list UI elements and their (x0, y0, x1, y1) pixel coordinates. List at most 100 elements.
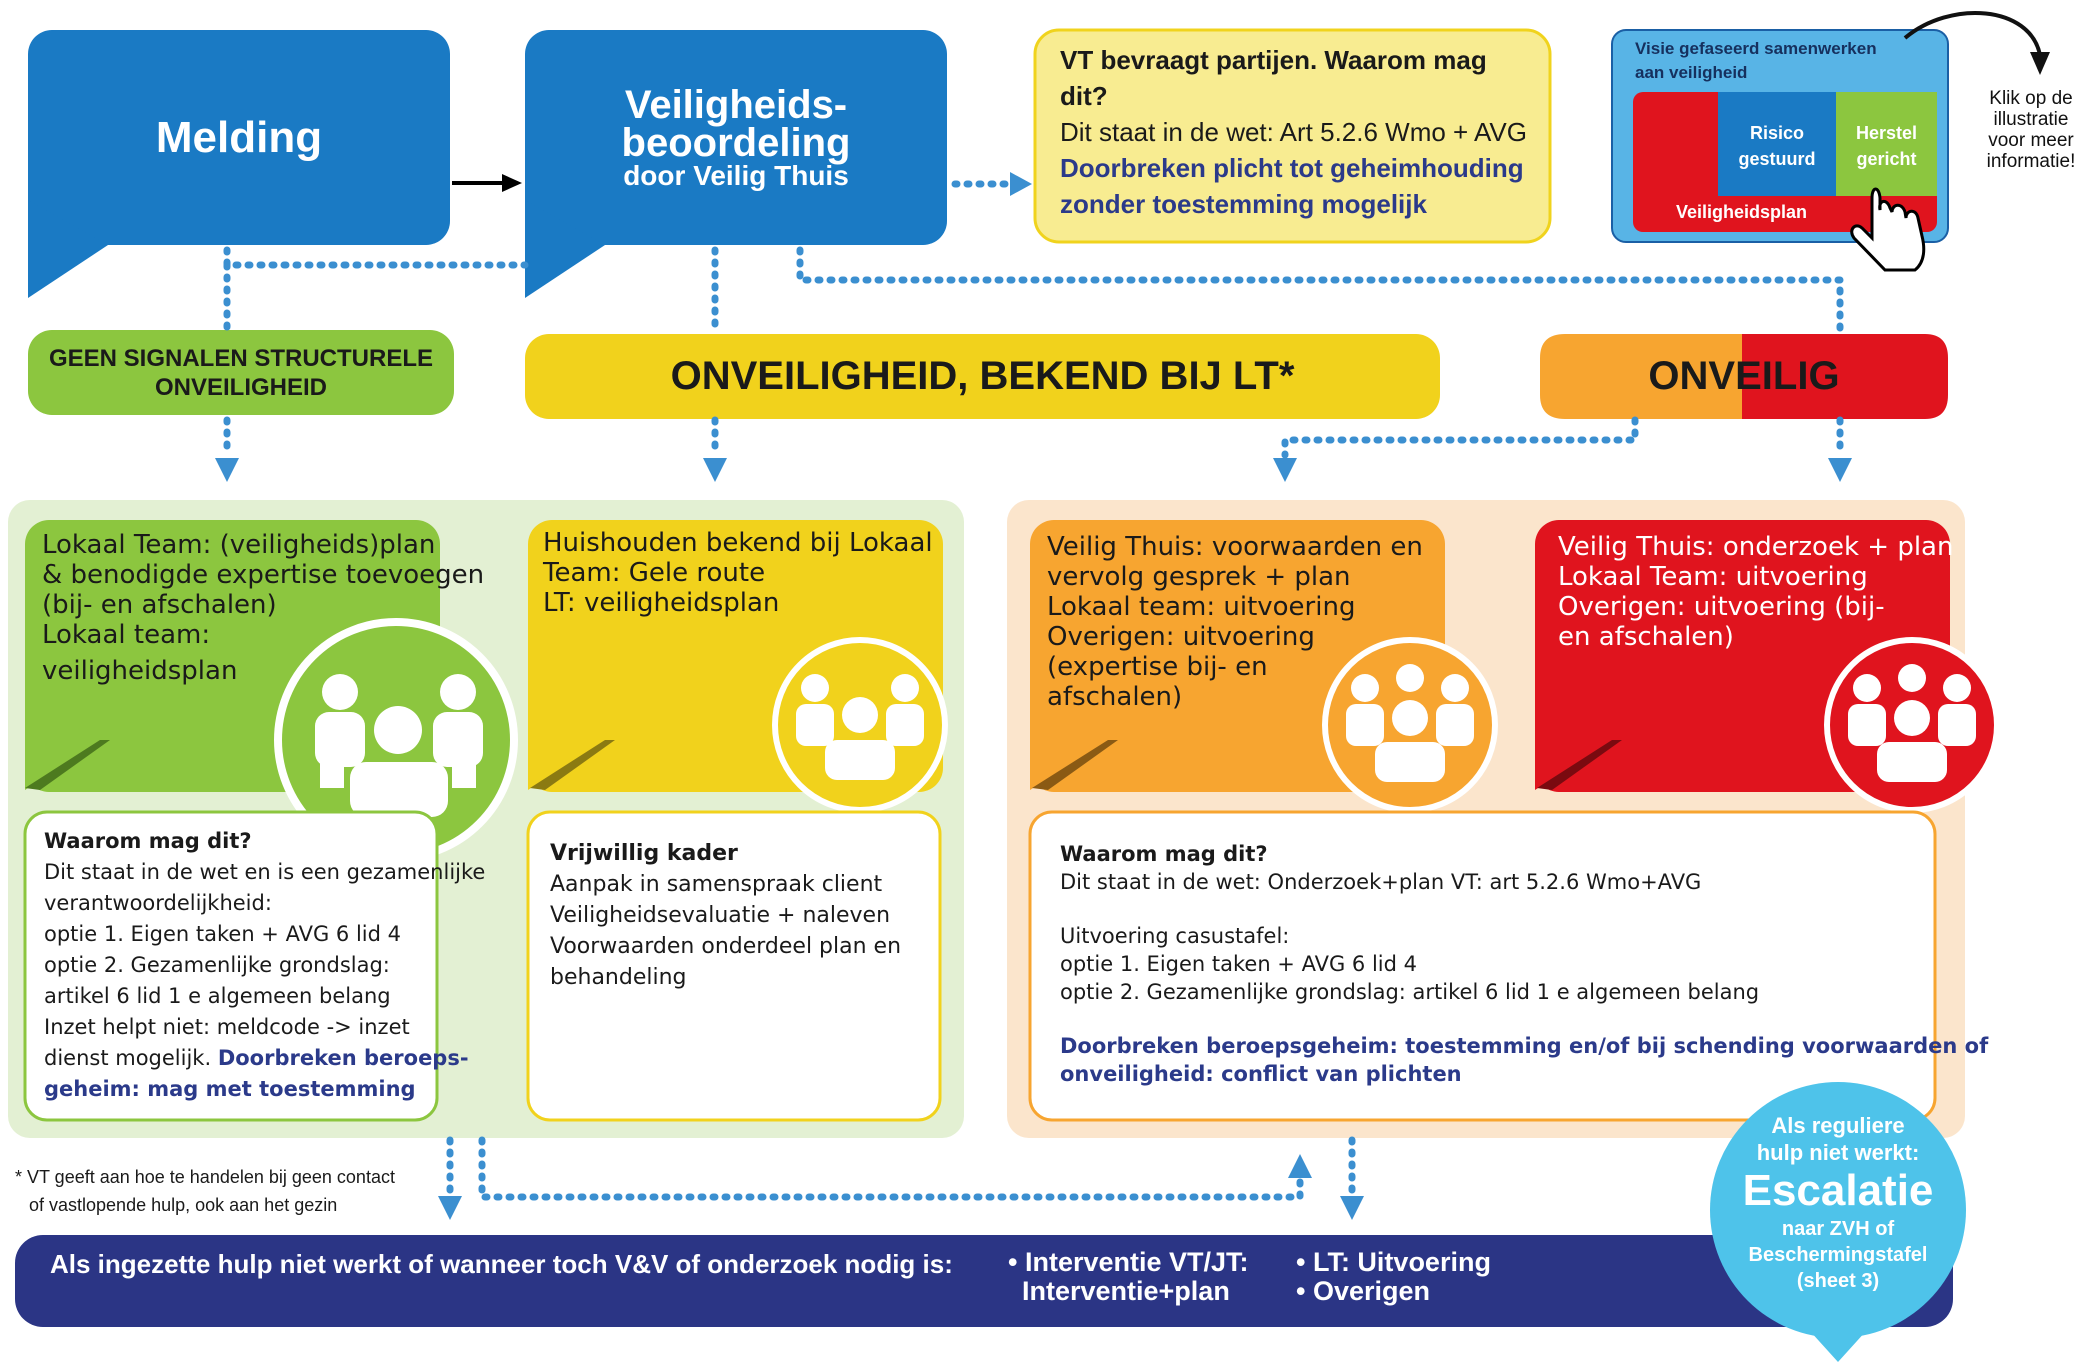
green-why-shape (23, 810, 439, 1122)
green-why-7a: dienst mogelijk. (44, 1046, 218, 1070)
meeting-icon-orange (1322, 637, 1498, 813)
vt-line-5: zonder toestemming mogelijk (1060, 189, 1427, 219)
orange-why-5: Doorbreken beroepsgeheim: toestemming en… (1060, 1034, 1989, 1058)
red-card-3: Overigen: uitvoering (bij- (1558, 592, 1885, 622)
bar-geen (28, 330, 454, 415)
orange-card-6: afschalen) (1047, 682, 1183, 712)
yellow-why-3: Voorwaarden onderdeel plan en (550, 934, 902, 959)
green-card-5: veiligheidsplan (42, 656, 238, 686)
bottom-b2b: • Overigen (1296, 1276, 1430, 1306)
melding-title-box[interactable]: Melding (28, 30, 450, 245)
bar-geen-text: GEEN SIGNALEN STRUCTURELE ONVEILIGHEID (28, 330, 454, 415)
orange-card-5: (expertise bij- en (1047, 652, 1268, 682)
vt-box-text: VT bevraagt partijen. Waarom mag dit? Di… (1060, 42, 1540, 222)
yellow-why-4: behandeling (550, 965, 687, 990)
escalatie-2: hulp niet werkt: (1756, 1140, 1920, 1165)
visie-title-2: aan veiligheid (1635, 63, 1748, 82)
klik-curve-arrow (1903, 10, 2042, 56)
yellow-card-3: LT: veiligheidsplan (543, 588, 780, 618)
bar-onveiligheid-text: ONVEILIGHEID, BEKEND BIJ LT* (670, 354, 1295, 398)
yellow-why-shape (526, 810, 942, 1122)
yellow-card-text: Huishouden bekend bij Lokaal Team: Gele … (543, 528, 933, 618)
bar-geen-2: ONVEILIGHEID (154, 373, 328, 401)
green-why-title: Waarom mag dit? (44, 829, 252, 853)
red-card-text: Veilig Thuis: onderzoek + plan Lokaal Te… (1558, 532, 1953, 652)
yellow-card-1: Huishouden bekend bij Lokaal (543, 528, 933, 558)
orange-card-4: Overigen: uitvoering (1047, 622, 1315, 652)
klik-4: informatie! (1986, 151, 2076, 172)
vt-box (1033, 28, 1552, 244)
visie-risico-1: Risico (1749, 123, 1805, 143)
bar-onveilig-text: ONVEILIG (1648, 354, 1840, 398)
escalatie-3: naar ZVH of (1781, 1218, 1895, 1240)
orange-why-2: Uitvoering casustafel: (1060, 924, 1290, 948)
visie-herstel: Herstel gericht (1836, 120, 1937, 172)
bar-onveiligheid (525, 334, 1440, 419)
orange-why-3: optie 1. Eigen taken + AVG 6 lid 4 (1060, 952, 1417, 976)
orange-why-4: optie 2. Gezamenlijke grondslag: artikel… (1060, 980, 1760, 1004)
green-card-2: & benodigde expertise toevoegen (42, 560, 485, 590)
visie-thumbnail (1611, 29, 1949, 243)
visie-risico: Risico gestuurd (1718, 120, 1836, 172)
footnote-2: of vastlopende hulp, ook aan het gezin (29, 1195, 338, 1215)
escalatie-4: Beschermingstafel (1748, 1244, 1928, 1266)
green-why-7b: Doorbreken beroeps- (217, 1046, 469, 1070)
bar-geen-1: GEEN SIGNALEN STRUCTURELE (48, 344, 434, 372)
green-card-4: Lokaal team: (42, 620, 211, 650)
bottom-lt: • LT: Uitvoering • Overigen (1296, 1248, 1546, 1306)
vt-line-4: Doorbreken plicht tot geheimhouding (1060, 153, 1524, 183)
orange-why-title: Waarom mag dit? (1060, 842, 1268, 866)
orange-card-2: vervolg gesprek + plan (1047, 562, 1351, 592)
green-why-4: optie 2. Gezamenlijke grondslag: (44, 953, 390, 977)
visie-plan: Veiligheidsplan (1676, 202, 1808, 222)
visie-title[interactable]: Visie gefaseerd samenwerken aan veilighe… (1635, 37, 1935, 85)
klik-text[interactable]: Klik op de illustratie voor meer informa… (1972, 88, 2090, 172)
veiligheid-bubble (525, 30, 947, 298)
meeting-icon-green (274, 618, 518, 862)
footnote-1: * VT geeft aan hoe te handelen bij geen … (15, 1167, 395, 1187)
green-card-1: Lokaal Team: (veiligheids)plan (42, 530, 436, 560)
escalatie-1: Als reguliere (1771, 1113, 1905, 1138)
escalatie-big: Escalatie (1742, 1166, 1934, 1215)
hand-cursor (1850, 187, 1926, 272)
green-why-1: Dit staat in de wet en is een gezamenlij… (44, 860, 486, 884)
klik-1: Klik op de (1989, 88, 2073, 109)
bottom-b1a: • Interventie VT/JT: (1008, 1247, 1249, 1277)
yellow-why-text: Vrijwillig kader Aanpak in samenspraak c… (550, 838, 930, 993)
red-card-4: en afschalen) (1558, 622, 1734, 652)
orange-why-text: Waarom mag dit? Dit staat in de wet: Ond… (1060, 840, 1989, 1088)
escalatie-5: (sheet 3) (1796, 1270, 1880, 1292)
vt-line-3: Dit staat in de wet: Art 5.2.6 Wmo + AVG (1060, 117, 1527, 147)
escalatie-shape (1710, 1082, 1966, 1362)
klik-3: voor meer (1988, 130, 2074, 151)
orange-why-1: Dit staat in de wet: Onderzoek+plan VT: … (1060, 870, 1702, 894)
melding-title: Melding (155, 112, 323, 162)
yellow-why-2: Veiligheidsevaluatie + naleven (550, 903, 891, 928)
yellow-why-title: Vrijwillig kader (550, 841, 738, 866)
vt-line-1: VT bevraagt partijen. Waarom mag (1060, 45, 1487, 75)
bottom-main: Als ingezette hulp niet werkt of wanneer… (50, 1249, 953, 1279)
yellow-why-1: Aanpak in samenspraak client (550, 872, 883, 897)
bottom-interventie: • Interventie VT/JT: Interventie+plan (1008, 1248, 1278, 1306)
footnote: * VT geeft aan hoe te handelen bij geen … (15, 1163, 435, 1219)
bottom-bar (15, 1235, 1953, 1327)
meeting-icon-red (1824, 637, 2000, 813)
connectors (223, 180, 1844, 1201)
visie-herstel-1: Herstel (1855, 123, 1918, 143)
red-card-2: Lokaal Team: uitvoering (1558, 562, 1868, 592)
green-card-text: Lokaal Team: (veiligheids)plan & benodig… (42, 530, 485, 686)
green-why-6: Inzet helpt niet: meldcode -> inzet (44, 1015, 410, 1039)
veiligheid-title-1: Veiligheids- (624, 82, 848, 127)
orange-why-6: onveiligheid: conflict van plichten (1060, 1062, 1462, 1086)
green-why-2: verantwoordelijkheid: (44, 891, 272, 915)
green-why-8: geheim: mag met toestemming (44, 1077, 416, 1101)
arrowheads (215, 172, 1852, 1220)
bottom-b2a: • LT: Uitvoering (1296, 1247, 1491, 1277)
green-why-5: artikel 6 lid 1 e algemeen belang (44, 984, 391, 1008)
escalatie-text[interactable]: Als reguliere hulp niet werkt: Escalatie… (1718, 1112, 1958, 1294)
green-why-text: Waarom mag dit? Dit staat in de wet en i… (44, 826, 486, 1105)
klik-2: illustratie (1993, 109, 2069, 130)
bar-onveilig (1540, 334, 1948, 419)
veiligheid-title-box[interactable]: Veiligheids- beoordeling door Veilig Thu… (525, 30, 947, 245)
